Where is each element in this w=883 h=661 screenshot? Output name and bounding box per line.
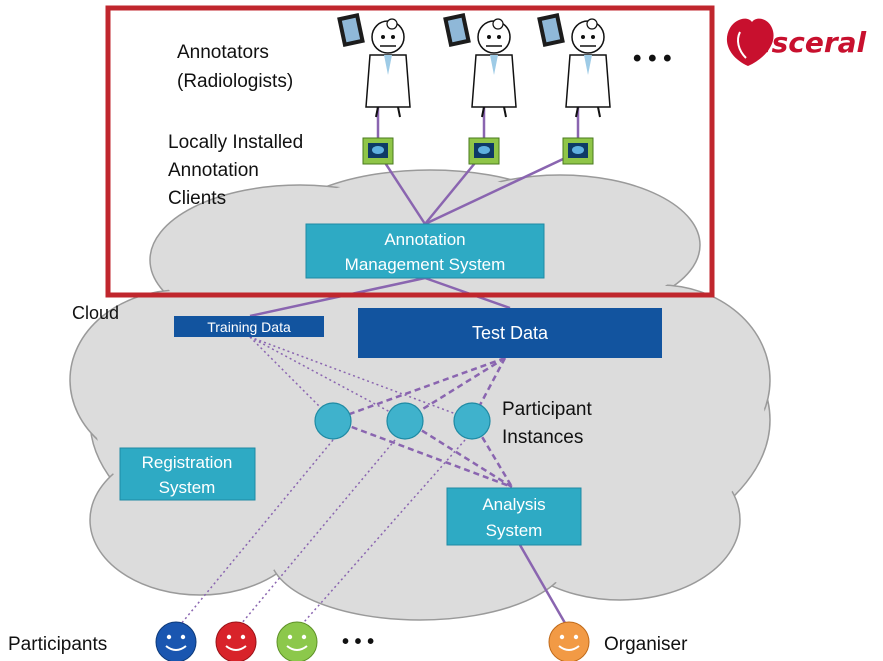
training-data-box: Training Data	[174, 316, 324, 337]
participant-instance-node	[314, 402, 352, 440]
clients-label-1: Locally Installed	[168, 132, 303, 153]
annotation-management-label-2: Management System	[345, 255, 506, 274]
test-data-box: Test Data	[358, 308, 662, 358]
cloud-label: Cloud	[72, 303, 119, 323]
clients-label-2: Annotation	[168, 160, 259, 181]
annotation-client-monitor-icon	[468, 137, 500, 165]
annotation-highlight-frame	[105, 5, 715, 298]
registration-label-2: System	[159, 478, 216, 497]
participant-instances-label-1: Participant	[502, 399, 592, 420]
test-data-label: Test Data	[472, 323, 549, 343]
annotation-client-icons	[362, 137, 594, 165]
training-to-instances-links	[249, 336, 473, 421]
annotation-client-monitor-icon	[562, 137, 594, 165]
annotation-management-box: Annotation Management System	[305, 223, 545, 279]
participants-label: Participants	[8, 634, 107, 655]
smiley-face-icon	[548, 621, 590, 661]
annotation-management-label-1: Annotation	[384, 230, 465, 249]
visceral-logo-text: isceral	[762, 26, 867, 59]
participant-links	[175, 439, 466, 631]
organiser-link	[518, 544, 571, 631]
analysis-label-2: System	[486, 521, 543, 540]
organiser-label: Organiser	[604, 634, 688, 655]
annotators-ellipsis: • • •	[633, 45, 672, 72]
participant-instance-node	[453, 402, 491, 440]
annotators-label-2: (Radiologists)	[177, 71, 293, 92]
annotation-client-monitor-icon	[362, 137, 394, 165]
radiologist-cartoon-icon	[337, 13, 411, 118]
participant-instance-node	[386, 402, 424, 440]
smiley-face-icon	[215, 621, 257, 661]
participant-instance-nodes	[314, 402, 491, 440]
smiley-face-icon	[276, 621, 318, 661]
visceral-logo: isceral	[726, 18, 867, 66]
radiologist-cartoon-icon	[443, 13, 517, 118]
radiologist-cartoon-icon	[537, 13, 611, 118]
smiley-face-icon	[155, 621, 197, 661]
test-to-instances-links	[332, 356, 507, 422]
analysis-system-box: Analysis System	[446, 487, 582, 546]
participants-ellipsis: • • •	[342, 631, 374, 653]
registration-system-box: Registration System	[119, 447, 256, 501]
radiologist-icons	[337, 13, 611, 118]
participant-smileys	[155, 621, 590, 661]
training-data-label: Training Data	[207, 319, 291, 335]
participant-instances-label-2: Instances	[502, 427, 583, 448]
annotators-label-1: Annotators	[177, 42, 269, 63]
registration-label-1: Registration	[142, 453, 233, 472]
clients-label-3: Clients	[168, 188, 226, 209]
analysis-label-1: Analysis	[482, 495, 545, 514]
